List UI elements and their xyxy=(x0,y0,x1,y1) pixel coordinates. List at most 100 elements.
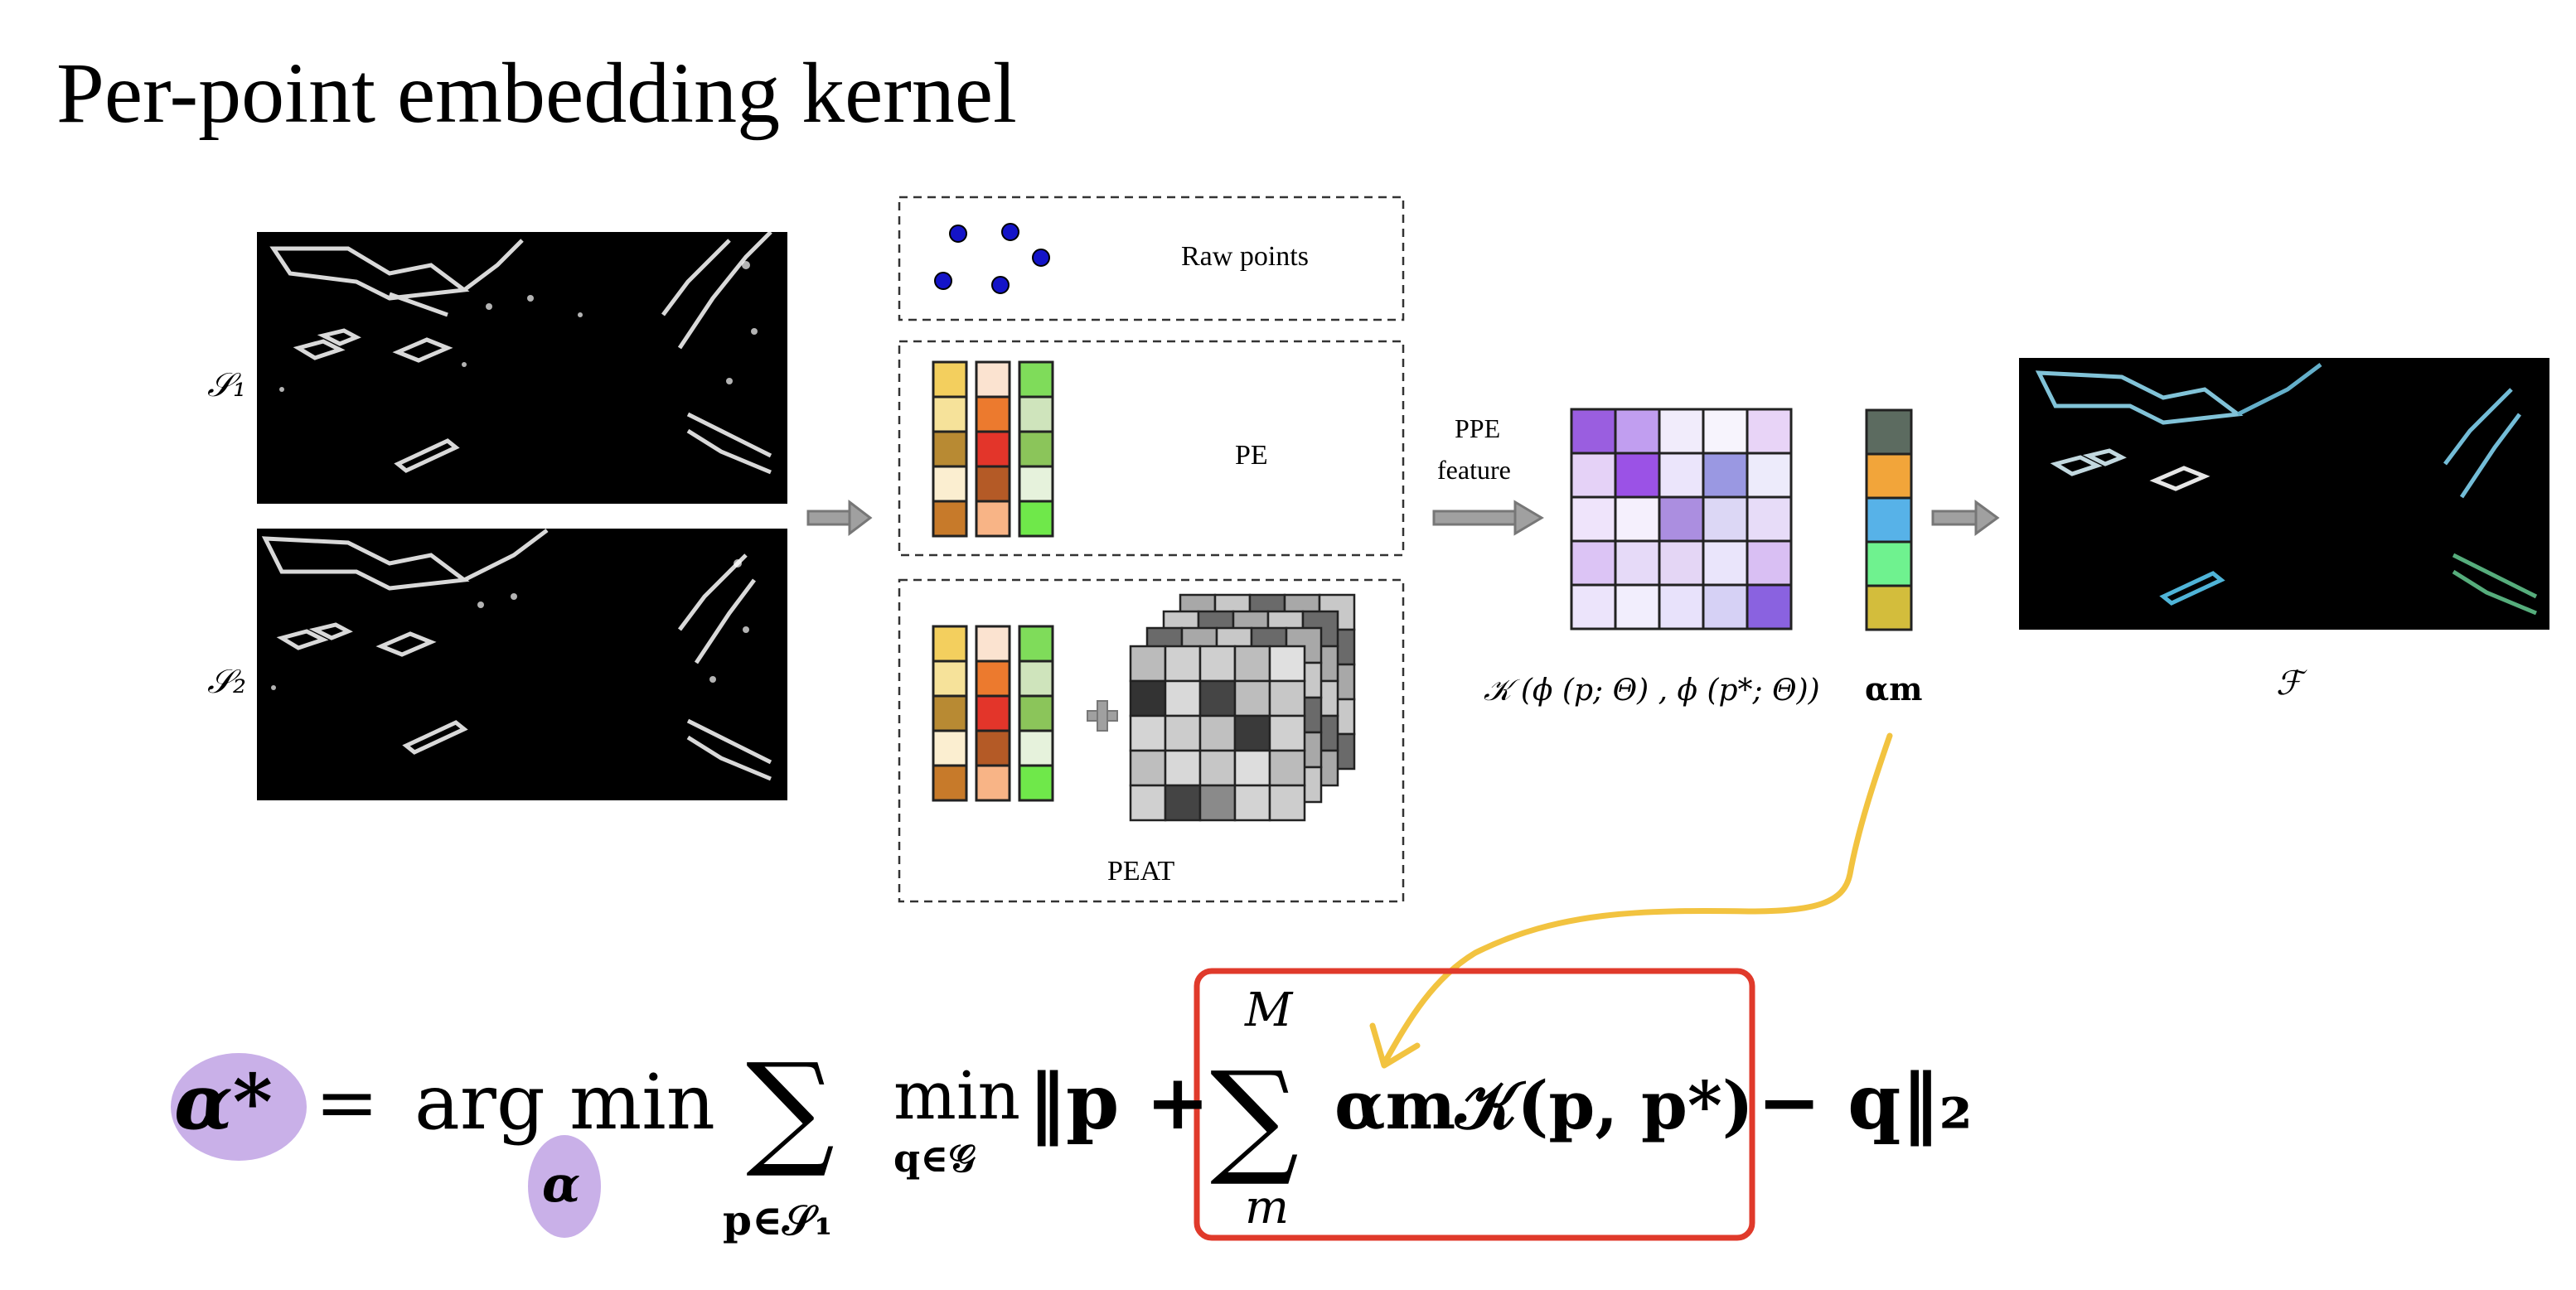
pe-cell xyxy=(932,395,968,433)
pe-cell xyxy=(1018,430,1054,468)
peat-cell xyxy=(1233,645,1271,683)
pe-cell xyxy=(932,430,968,468)
kernel-cell xyxy=(1570,583,1617,631)
peat-cell xyxy=(1164,784,1202,822)
alpha-m-label: αm xyxy=(1865,670,1922,708)
kernel-cell xyxy=(1570,408,1617,455)
pe-cell xyxy=(1018,360,1054,399)
eq-min-sub: q∈𝒢 xyxy=(893,1136,976,1181)
pe-cell xyxy=(932,659,968,698)
eq-tail: − q‖₂ xyxy=(1757,1057,1973,1147)
kernel-cell xyxy=(1658,495,1705,543)
kernel-cell xyxy=(1658,452,1705,499)
pe-cell xyxy=(975,729,1011,767)
eq-inner-term: αm𝒦(p, p*) xyxy=(1334,1066,1754,1144)
s1-label: 𝒮₁ xyxy=(207,366,246,404)
kernel-cell xyxy=(1746,408,1793,455)
input-arrow xyxy=(806,499,873,537)
peat-cell xyxy=(1198,645,1237,683)
alpha-cell xyxy=(1865,496,1913,544)
peat-label: PEAT xyxy=(1107,856,1174,887)
pe-cell xyxy=(975,500,1011,538)
slide-title: Per-point embedding kernel xyxy=(56,46,1017,141)
peat-cell xyxy=(1129,749,1167,787)
scene-s2-image xyxy=(257,529,787,800)
pe-cell xyxy=(1018,694,1054,732)
kernel-cell xyxy=(1614,495,1661,543)
peat-cell xyxy=(1198,714,1237,752)
scene-s1-image xyxy=(257,230,787,504)
output-arrow xyxy=(1931,500,2000,536)
kernel-cell xyxy=(1614,539,1661,587)
pe-label: PE xyxy=(1235,440,1268,471)
ppe-arrow xyxy=(1432,500,1544,536)
peat-cell xyxy=(1268,679,1306,717)
peat-cell xyxy=(1233,784,1271,822)
pe-cell xyxy=(1018,729,1054,767)
eq-sum: ∑ xyxy=(746,1037,835,1181)
alpha-cell xyxy=(1865,540,1913,587)
alpha-cell xyxy=(1865,408,1913,456)
peat-cell xyxy=(1129,645,1167,683)
pe-cell xyxy=(932,764,968,802)
eq-equals: = xyxy=(315,1058,379,1147)
s2-label: 𝒮₂ xyxy=(207,663,246,701)
pe-cell xyxy=(932,360,968,399)
kernel-cell xyxy=(1570,539,1617,587)
pe-cell xyxy=(1018,465,1054,503)
kernel-cell xyxy=(1702,583,1749,631)
peat-cell xyxy=(1268,645,1306,683)
ppe-label-line2: feature xyxy=(1437,455,1511,485)
pe-cell xyxy=(1018,764,1054,802)
kernel-cell xyxy=(1570,452,1617,499)
eq-lhs: α* xyxy=(174,1057,273,1147)
eq-inner-sub: m xyxy=(1245,1181,1289,1234)
ppe-label-line1: PPE xyxy=(1455,413,1500,443)
kernel-cell xyxy=(1614,408,1661,455)
eq-argmin-sub: α xyxy=(542,1156,580,1214)
pe-cell xyxy=(932,729,968,767)
kernel-cell xyxy=(1746,495,1793,543)
pe-cell xyxy=(975,694,1011,732)
pe-cell xyxy=(1018,625,1054,663)
eq-inner-sum: ∑ xyxy=(1210,1046,1299,1190)
pe-panel xyxy=(898,340,1405,557)
pe-cell xyxy=(1018,659,1054,698)
pe-cell xyxy=(975,764,1011,802)
kernel-cell xyxy=(1658,539,1705,587)
pe-cell xyxy=(975,625,1011,663)
peat-cell xyxy=(1233,714,1271,752)
kernel-cell xyxy=(1702,495,1749,543)
plus-icon xyxy=(1087,700,1118,732)
eq-argmin: arg min xyxy=(414,1058,715,1147)
peat-cell xyxy=(1198,749,1237,787)
inner-sum-highlight-box xyxy=(1194,968,1755,1241)
alpha-cell xyxy=(1865,452,1913,500)
pe-cell xyxy=(932,694,968,732)
pe-cell xyxy=(975,430,1011,468)
kernel-cell xyxy=(1702,452,1749,499)
kernel-cell xyxy=(1614,452,1661,499)
eq-min: min xyxy=(893,1057,1020,1134)
kernel-cell xyxy=(1702,408,1749,455)
pe-cell xyxy=(932,465,968,503)
peat-cell xyxy=(1164,749,1202,787)
pe-cell xyxy=(975,465,1011,503)
peat-cell xyxy=(1164,679,1202,717)
alpha-star-highlight xyxy=(171,1053,307,1161)
peat-cell xyxy=(1164,645,1202,683)
kernel-caption: 𝒦 (ϕ (p; Θ) , ϕ (p*; Θ)) xyxy=(1484,674,1820,708)
alpha-cell xyxy=(1865,584,1913,631)
argmin-alpha-highlight xyxy=(528,1135,601,1238)
pe-columns xyxy=(932,360,1054,538)
output-label: ℱ xyxy=(2276,664,2307,703)
kernel-cell xyxy=(1614,583,1661,631)
peat-cell xyxy=(1268,714,1306,752)
peat-cell xyxy=(1268,784,1306,822)
kernel-cell xyxy=(1746,452,1793,499)
eq-sum-sub: p∈𝒮₁ xyxy=(723,1196,833,1244)
peat-cell xyxy=(1268,749,1306,787)
raw-points-label: Raw points xyxy=(1181,241,1309,272)
raw-points-panel xyxy=(898,196,1405,321)
